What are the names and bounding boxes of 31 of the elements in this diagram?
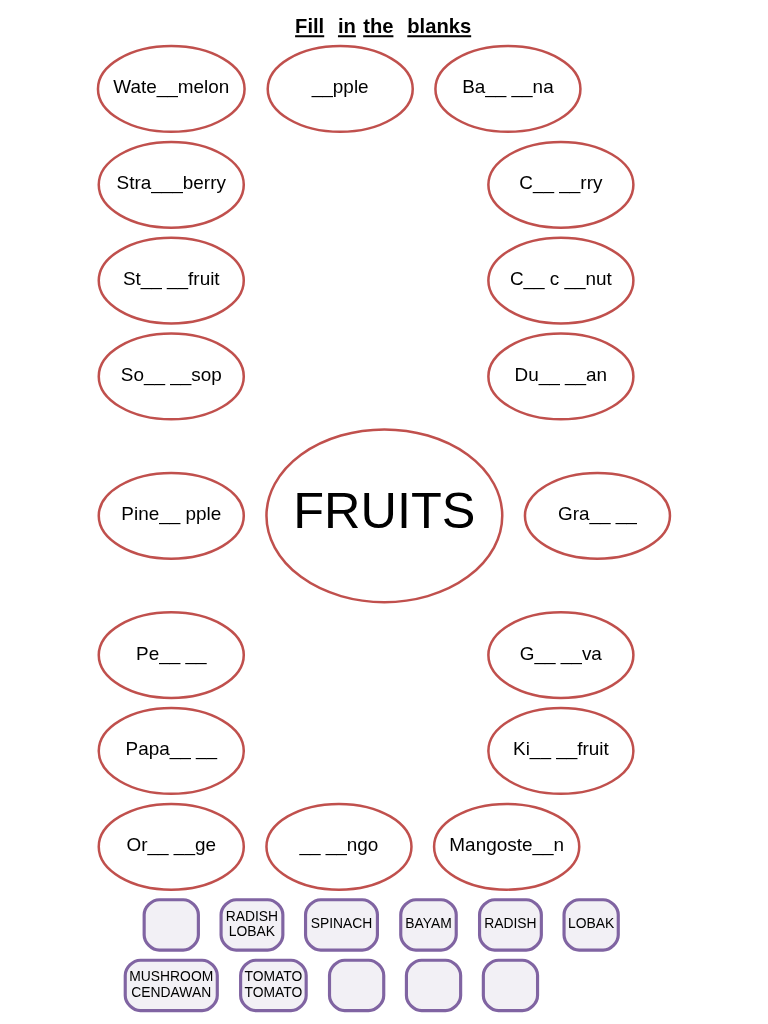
node-box xyxy=(327,958,386,1013)
node-ellipse: Wate__melon xyxy=(96,44,246,134)
node-box: LOBAK xyxy=(562,898,620,952)
node-ellipse: Ba__ __na xyxy=(434,44,582,134)
node-box xyxy=(404,958,463,1013)
node-ellipse: Papa__ __ xyxy=(97,706,246,796)
diagram-title: Fill in the blanks xyxy=(295,15,472,38)
node-box: BAYAM xyxy=(399,898,458,952)
node-ellipse: Ki__ __fruit xyxy=(487,706,635,796)
node-ellipse: So__ __sop xyxy=(97,332,246,421)
node-ellipse: Du__ __an xyxy=(487,332,635,421)
node-box xyxy=(481,958,540,1013)
node-ellipse: Or__ __ge xyxy=(97,802,246,891)
node-ellipse: G__ __va xyxy=(487,611,635,700)
node-ellipse: Stra___berry xyxy=(97,140,246,229)
node-ellipse: St__ __fruit xyxy=(97,236,246,325)
node-box: TOMATO TOMATO xyxy=(239,958,308,1013)
node-ellipse: C__ c __nut xyxy=(487,236,635,325)
node-box: SPINACH xyxy=(303,898,379,952)
node-box: RADISH xyxy=(478,898,543,952)
node-ellipse: FRUITS xyxy=(265,428,504,604)
node-ellipse: Gra__ __ xyxy=(523,471,672,560)
node-ellipse: Pine__ pple xyxy=(97,471,246,560)
node-ellipse: __pple xyxy=(266,44,414,134)
node-ellipse: Mangoste__n xyxy=(432,802,581,891)
node-ellipse: __ __ngo xyxy=(265,802,413,891)
node-ellipse: C__ __rry xyxy=(487,140,635,229)
node-box: RADISH LOBAK xyxy=(219,898,285,952)
node-box xyxy=(142,898,200,952)
node-ellipse: Pe__ __ xyxy=(97,611,246,700)
node-box: MUSHROOM CENDAWAN xyxy=(123,958,219,1013)
